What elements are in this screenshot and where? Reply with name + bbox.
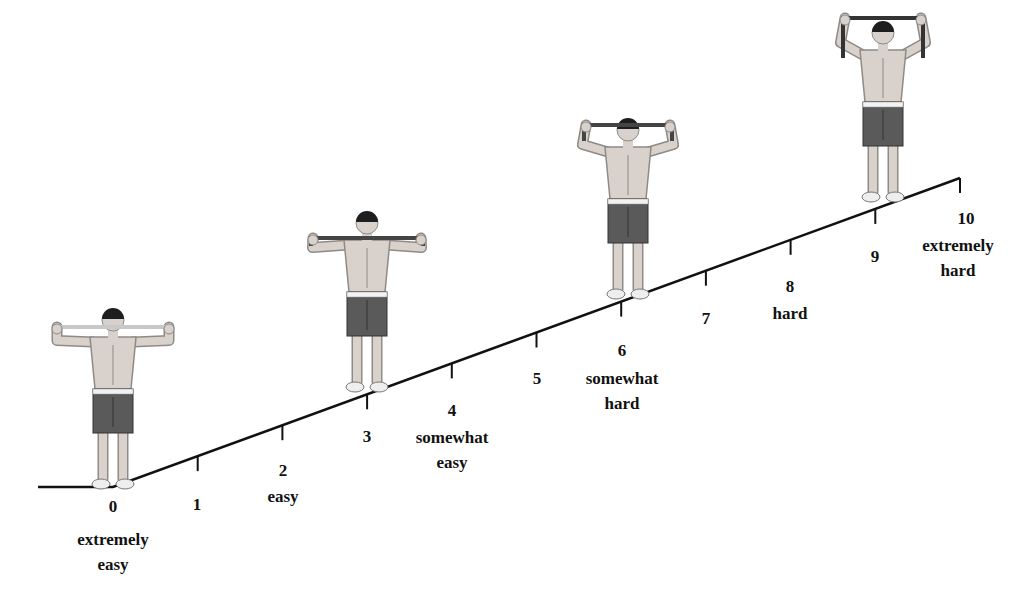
scale-descriptor: hard [740,301,840,326]
scale-tick [705,271,707,286]
scale-tick [536,333,538,348]
scale-number: 0 [93,494,133,519]
scale-descriptor: easy [233,484,333,509]
resistance-band [584,125,672,141]
scale-tick [281,425,283,440]
scale-tick [790,240,792,255]
exerciser-figure [840,15,926,202]
resistance-band [311,238,423,246]
scale-number: 10 [946,206,986,231]
scale-number: 2 [263,458,303,483]
scale-number: 8 [770,274,810,299]
scale-number: 9 [855,244,895,269]
scale-descriptor: extremely easy [63,527,163,577]
scale-number: 7 [686,306,726,331]
scale-number: 1 [177,492,217,517]
exerciser-figure [308,211,426,392]
scale-number: 3 [347,424,387,449]
exerciser-figure [581,118,675,299]
scale-descriptor: extremely hard [909,233,1007,283]
scale-tick [620,302,622,317]
resistance-band [843,18,923,58]
scale-tick [959,178,961,193]
scale-number: 6 [602,338,642,363]
scale-tick [874,209,876,224]
scale-tick [197,456,199,471]
scale-tick [451,363,453,378]
scale-line [38,178,960,487]
scale-number: 5 [517,366,557,391]
resistance-band [53,325,173,329]
scale-descriptor: somewhat hard [572,366,672,416]
scale-tick [366,394,368,409]
scale-number: 4 [432,398,472,423]
exerciser-figure [52,308,174,489]
scale-descriptor: somewhat easy [402,425,502,475]
